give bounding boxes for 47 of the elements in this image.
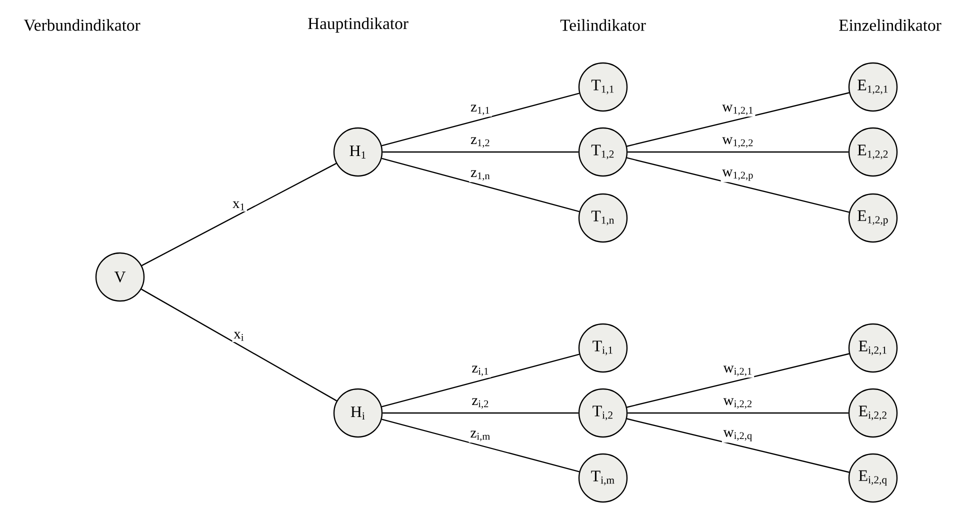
circle-node: T$_{i,1}$ [578, 323, 628, 373]
edge-label: w$_{1,2,1}$ [720, 103, 756, 117]
edge-label: z$_{i,m}$ [468, 429, 492, 443]
edge-label: w$_{i,2,q}$ [722, 428, 754, 443]
column-heading: Einzelindikator [839, 19, 942, 31]
circle-node: T$_{1,1}$ [578, 62, 628, 112]
connector-line [628, 412, 848, 414]
edge-label: w$_{i,2,2}$ [722, 396, 754, 410]
connector-line [382, 92, 580, 146]
circle-node: H$_{1}$ [333, 127, 383, 177]
connector-line [382, 418, 580, 472]
connector-line [141, 288, 337, 402]
connector-line [626, 353, 850, 408]
circle-node: E$_{i,2,q}$ [848, 453, 898, 503]
edge-label: w$_{1,2,2}$ [720, 136, 756, 150]
edge-label: x$_{1}$ [231, 200, 247, 212]
connector-line [626, 418, 850, 473]
edge-label: z$_{i,2}$ [470, 396, 491, 410]
edge-label: z$_{1,n}$ [469, 168, 492, 182]
edge-label: x$_{i}$ [232, 330, 246, 342]
circle-node: T$_{1,2}$ [578, 127, 628, 177]
column-heading: Hauptindikator [308, 17, 408, 33]
circle-node: T$_{1,n}$ [578, 193, 628, 243]
circle-node: E$_{1,2,p}$ [848, 193, 898, 243]
circle-node: E$_{i,2,1}$ [848, 323, 898, 373]
connector-line [382, 354, 580, 408]
edge-label: w$_{i,2,1}$ [722, 364, 754, 378]
connector-line [142, 162, 336, 266]
circle-node: E$_{1,2,1}$ [848, 62, 898, 112]
circle-node: E$_{1,2,2}$ [848, 127, 898, 177]
connector-line [628, 151, 848, 153]
connector-line [626, 92, 850, 147]
column-heading: Teilindikator [560, 19, 646, 31]
circle-node: E$_{i,2,2}$ [848, 388, 898, 438]
edge-label: z$_{1,1}$ [469, 103, 492, 117]
column-heading: Verbundindikator [24, 19, 140, 31]
circle-node: V [95, 252, 145, 302]
circle-node: H$_{i}$ [333, 388, 383, 438]
circle-node: T$_{i,2}$ [578, 388, 628, 438]
edge-label: w$_{1,2,p}$ [720, 168, 756, 182]
edge-label: z$_{i,1}$ [470, 364, 491, 378]
connector-line [626, 157, 850, 213]
circle-node: T$_{i,m}$ [578, 453, 628, 503]
connector-line [382, 158, 580, 212]
connector-line [382, 412, 578, 414]
connector-line [382, 151, 578, 153]
edge-label: z$_{1,2}$ [469, 136, 492, 150]
